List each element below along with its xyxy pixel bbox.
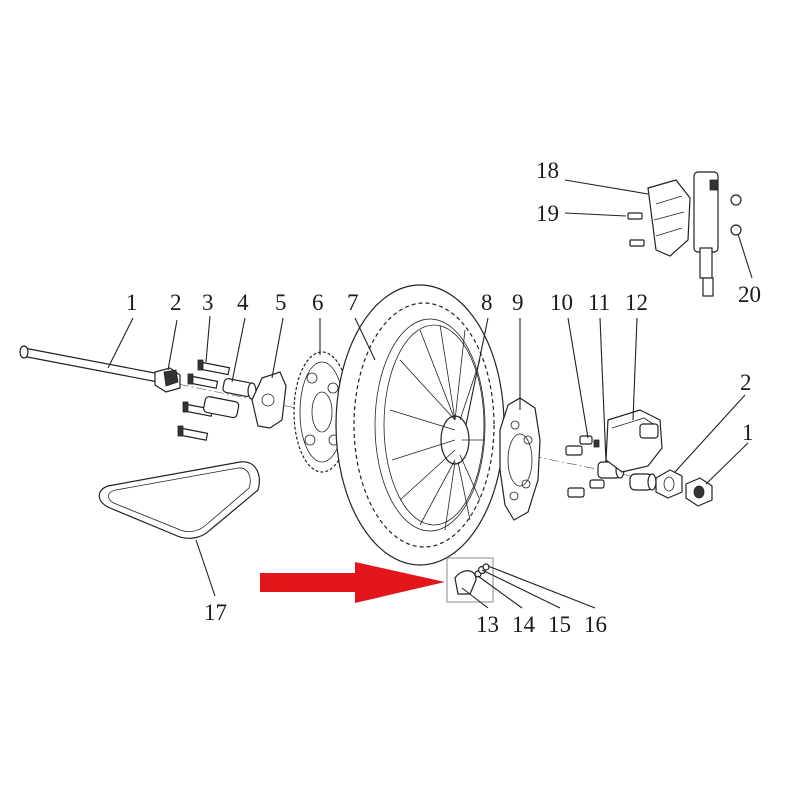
master-cylinder-bolts: [627, 212, 645, 247]
rear-wheel: [335, 284, 505, 566]
callout-12: 12: [625, 290, 648, 315]
callout-16: 16: [584, 612, 607, 637]
spokes: [389, 324, 484, 531]
disc-bolts: [565, 435, 605, 498]
master-cylinder: [647, 171, 719, 297]
callout-3: 3: [202, 290, 214, 315]
callout-1-right: 1: [742, 420, 754, 445]
leader-lines: [107, 179, 753, 609]
callout-4: 4: [237, 290, 249, 315]
callout-2: 2: [170, 290, 182, 315]
callout-14: 14: [512, 612, 536, 637]
callout-9: 9: [512, 290, 524, 315]
callout-7: 7: [347, 290, 359, 315]
red-arrow-icon: [260, 562, 445, 603]
spacers: [203, 378, 257, 419]
callout-2-right: 2: [740, 370, 752, 395]
sprocket-carrier: [251, 371, 287, 429]
callout-17: 17: [204, 600, 227, 625]
callout-1: 1: [126, 290, 138, 315]
callout-13: 13: [476, 612, 499, 637]
master-cylinder-nuts: [730, 194, 742, 236]
drive-chain: [98, 461, 261, 539]
brake-disc: [499, 397, 541, 521]
callout-18: 18: [536, 158, 559, 183]
callout-10: 10: [550, 290, 573, 315]
callout-20: 20: [738, 282, 761, 307]
callout-11: 11: [588, 290, 610, 315]
callout-19: 19: [536, 201, 559, 226]
spacer-nut: [154, 367, 181, 393]
callout-8: 8: [481, 290, 493, 315]
brake-caliper: [605, 409, 663, 491]
callout-5: 5: [275, 290, 287, 315]
highlight-box: [446, 557, 494, 603]
sprocket-bolts: [177, 359, 231, 441]
callout-labels: 1 2 3 4 5 6 7 8 9 10 11 12 13 14 15 16 1…: [126, 158, 761, 637]
axle-spacer-right: [655, 469, 683, 499]
rear-sprocket: [293, 351, 351, 473]
callout-15: 15: [548, 612, 571, 637]
callout-6: 6: [312, 290, 324, 315]
axle-nut-right: [685, 477, 713, 507]
